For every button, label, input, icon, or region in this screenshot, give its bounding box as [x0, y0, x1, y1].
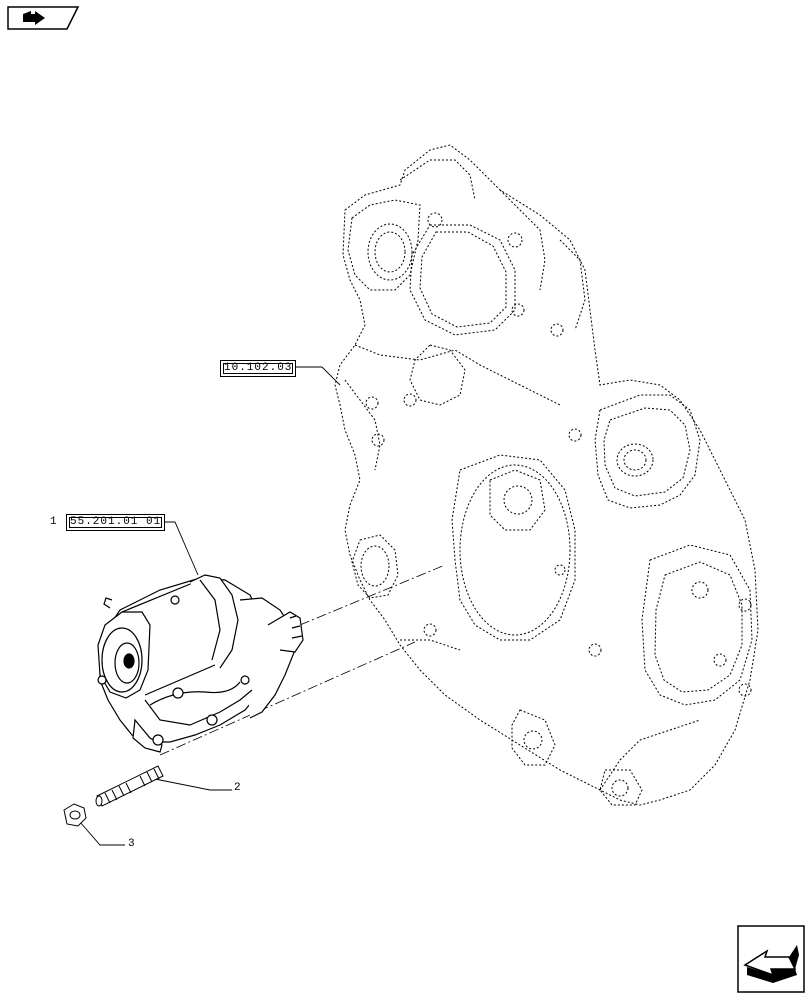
next-page-button[interactable]	[737, 925, 805, 993]
starter-motor	[97, 574, 304, 753]
callout-nut-number: 3	[128, 838, 135, 850]
assembly-lines	[159, 564, 446, 756]
leader-lines	[79, 366, 341, 846]
nav-back-button[interactable]	[5, 5, 80, 31]
hex-nut	[63, 803, 87, 827]
book-arrow-icon	[7, 6, 80, 30]
engine-cover-outline	[334, 144, 759, 806]
stud-bolt	[95, 765, 164, 807]
starter-reference[interactable]: 55.201.01 01	[66, 514, 166, 531]
callout-starter-number: 1	[50, 516, 57, 528]
callout-stud-number: 2	[234, 782, 241, 794]
engine-cover-reference[interactable]: 10.102.03	[220, 360, 297, 377]
next-page-arrow-icon	[737, 925, 805, 993]
